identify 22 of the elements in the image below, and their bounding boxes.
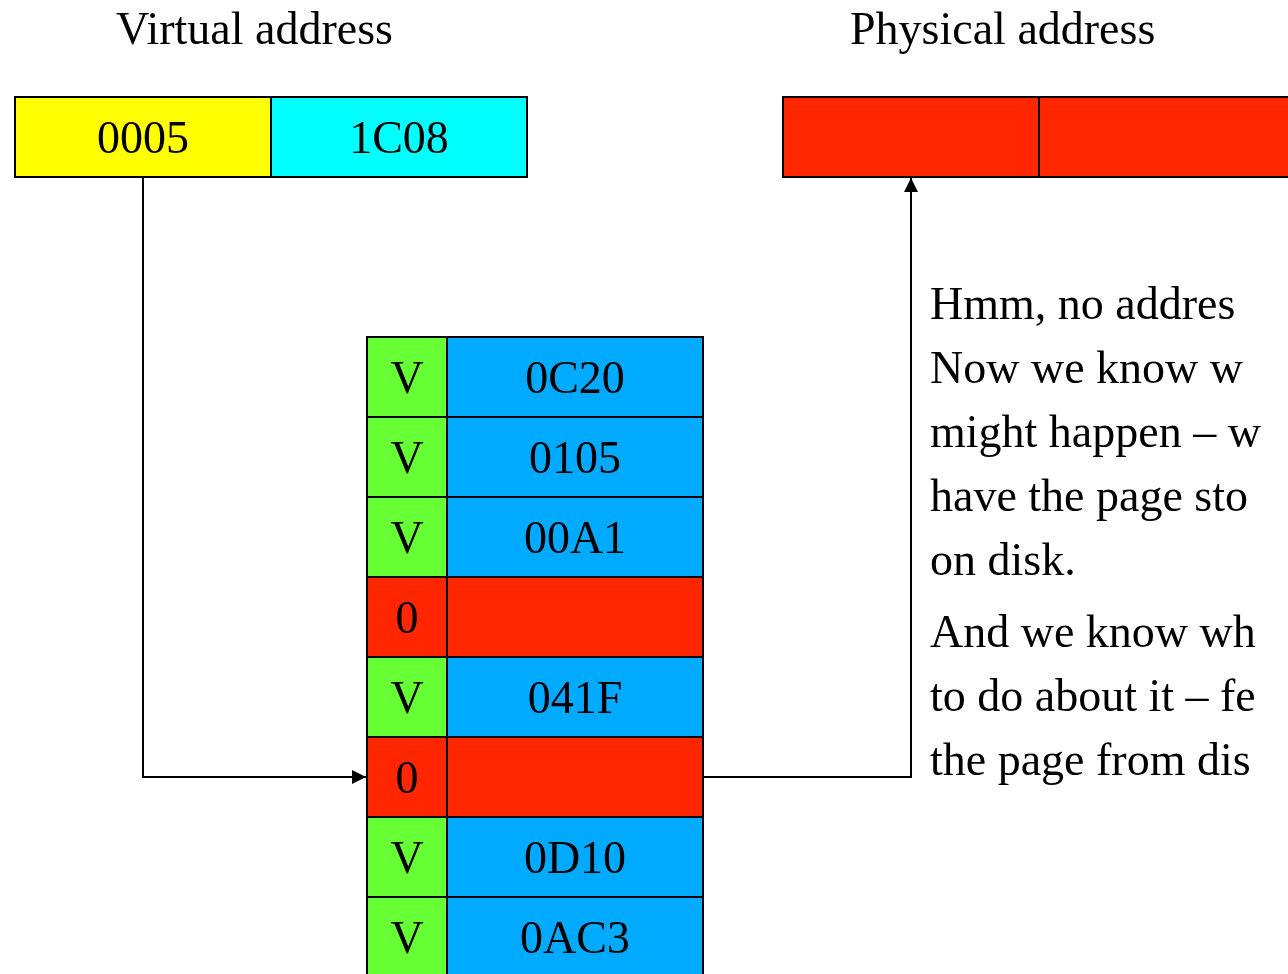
frame-number-cell: 0C20 <box>446 336 704 418</box>
explanation-text: And we know wh to do about it – fe the page from dis <box>930 605 1257 787</box>
valid-flag-cell: 0 <box>366 736 448 818</box>
valid-flag-cell: V <box>366 416 448 498</box>
frame-number-cell: 0D10 <box>446 816 704 898</box>
address-field: 1C08 <box>270 96 528 178</box>
arrow <box>142 177 367 784</box>
valid-flag-cell: V <box>366 896 448 974</box>
explanation-text: Hmm, no addres Now we know w might happen – w have the page sto on disk. <box>930 277 1262 587</box>
valid-flag-cell: 0 <box>366 576 448 658</box>
frame-number-cell: 0AC3 <box>446 896 704 974</box>
valid-flag-cell: V <box>366 336 448 418</box>
frame-number-cell: 0105 <box>446 416 704 498</box>
address-heading: Physical address <box>850 2 1156 55</box>
address-heading: Virtual address <box>116 2 393 55</box>
arrow <box>703 177 918 778</box>
valid-flag-cell: V <box>366 816 448 898</box>
frame-number-cell: 00A1 <box>446 496 704 578</box>
frame-number-cell: 041F <box>446 656 704 738</box>
address-field: 0005 <box>14 96 272 178</box>
valid-flag-cell: V <box>366 656 448 738</box>
valid-flag-cell: V <box>366 496 448 578</box>
